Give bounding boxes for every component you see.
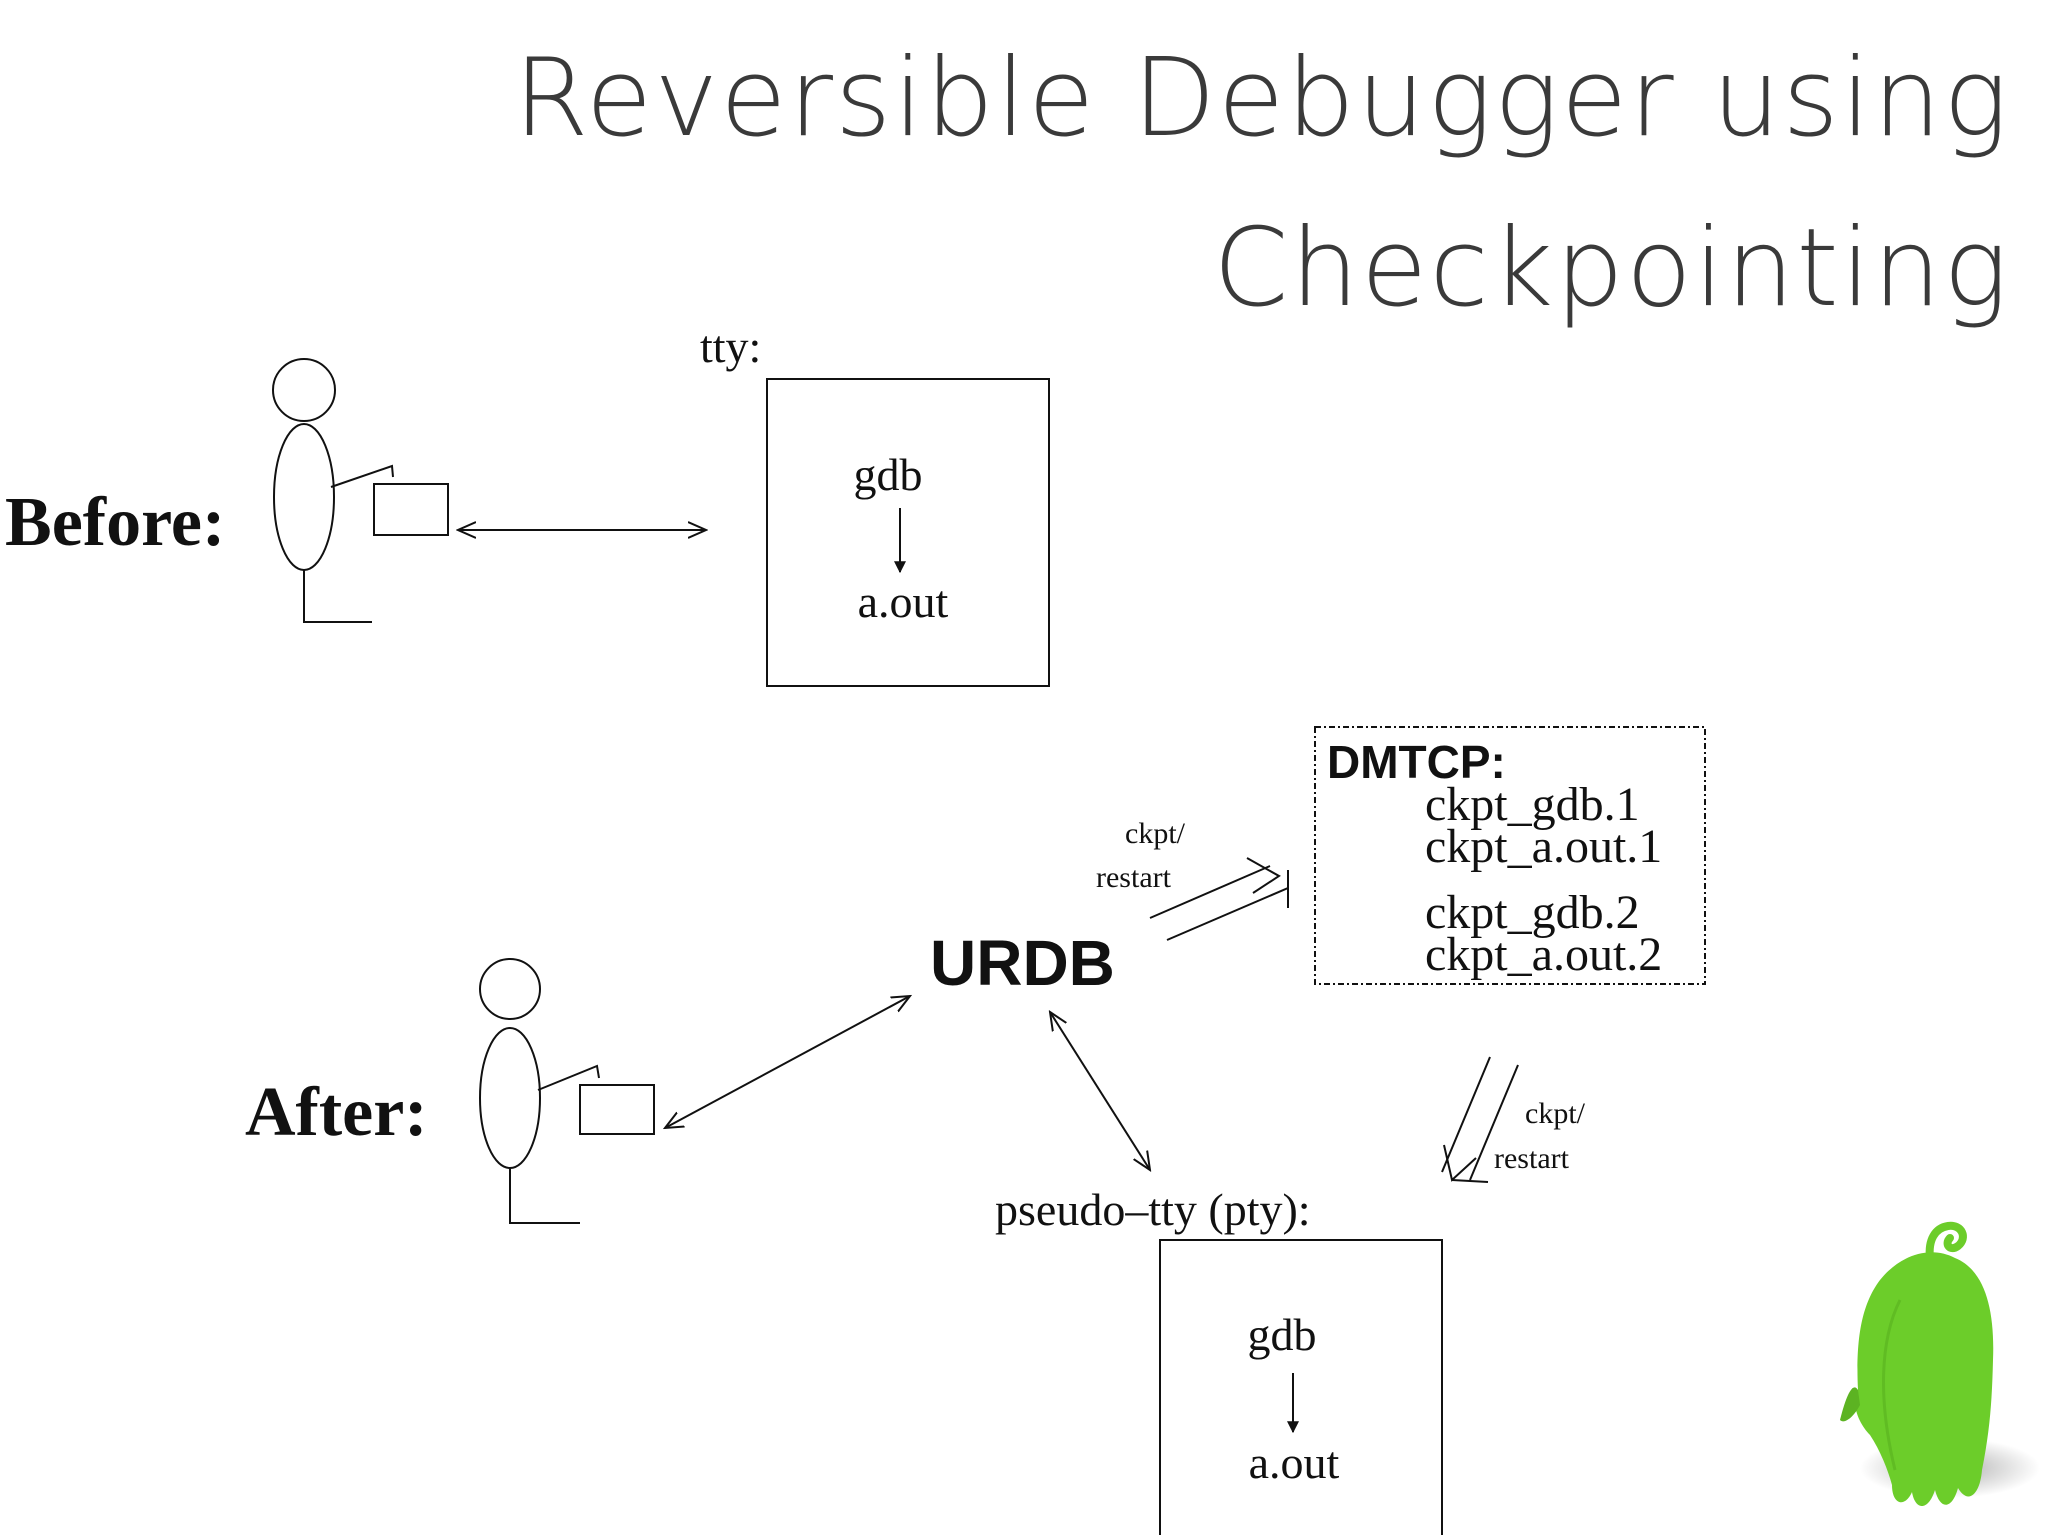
after-label: After: <box>245 1074 428 1151</box>
pty-label: pseudo–tty (pty): <box>995 1184 1311 1235</box>
dmtcp-file-ckpt-gdb-1: ckpt_gdb.1 <box>1425 778 1640 831</box>
pty-aout-label: a.out <box>1249 1437 1340 1488</box>
pty-restart-label: restart <box>1494 1142 1570 1175</box>
dmtcp-box <box>1314 726 1706 985</box>
tty-label: tty: <box>700 321 761 372</box>
dmtcp-file-ckpt-gdb-2: ckpt_gdb.2 <box>1425 886 1640 939</box>
dmtcp-header: DMTCP: <box>1327 736 1506 788</box>
dmtcp-file-ckpt-aout-1: ckpt_a.out.1 <box>1425 820 1662 873</box>
urdb-label: URDB <box>930 927 1115 999</box>
urdb-dmtcp-ckpt-restart-connector <box>1149 857 1289 941</box>
tty-gdb-label: gdb <box>854 449 923 500</box>
pty-ckpt-label: ckpt/ <box>1525 1097 1586 1130</box>
urdb-ckpt-label: ckpt/ <box>1125 817 1186 850</box>
stick-figure-user-icon <box>479 958 655 1224</box>
pty-gdb-label: gdb <box>1248 1309 1317 1360</box>
slide-title-line-1: Reversible Debugger using <box>514 36 2010 161</box>
dmtcp-file-ckpt-aout-2: ckpt_a.out.2 <box>1425 928 1662 981</box>
dmtcp-pty-ckpt-restart-connector <box>1441 1056 1519 1183</box>
before-label: Before: <box>5 484 225 561</box>
user-to-urdb-arrow <box>665 996 910 1128</box>
tty-box <box>766 378 1050 687</box>
tty-aout-label: a.out <box>858 576 949 627</box>
green-ghost-mascot-icon <box>1840 1221 2040 1506</box>
stick-figure-user-icon <box>272 358 449 623</box>
slide-title-line-2: Checkpointing <box>1213 206 2010 331</box>
pty-box <box>1159 1239 1443 1535</box>
urdb-to-pty-arrow <box>1050 1012 1150 1170</box>
urdb-restart-label: restart <box>1096 861 1172 894</box>
